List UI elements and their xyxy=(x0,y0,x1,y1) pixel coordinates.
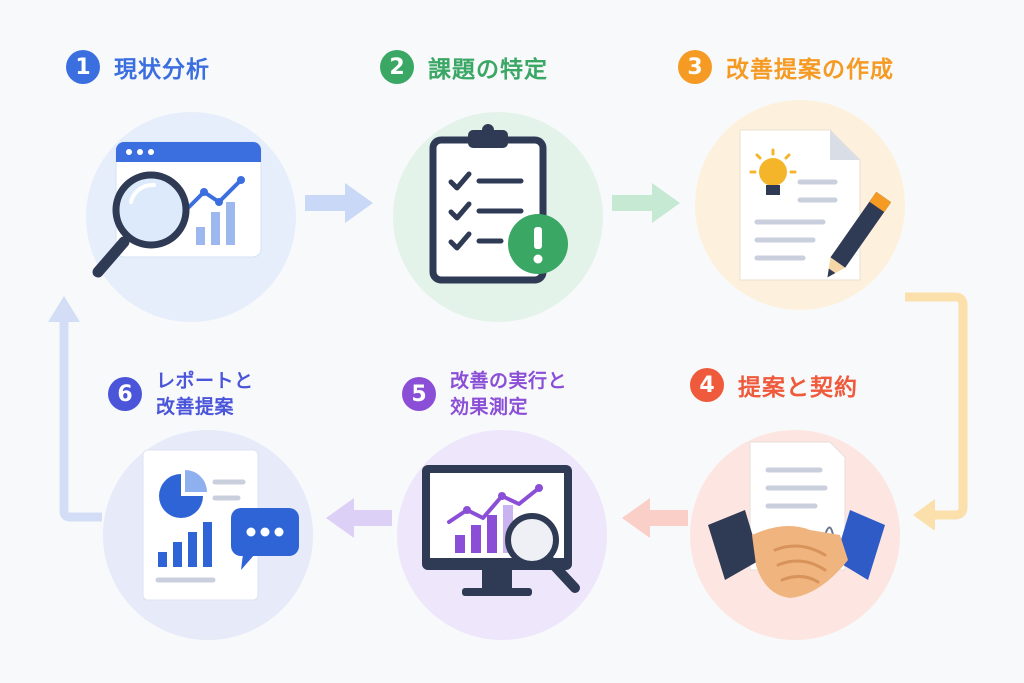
report-chat-icon xyxy=(142,449,299,601)
step-6-header: 6 レポートと 改善提案 xyxy=(108,368,254,420)
step-3-header: 3 改善提案の作成 xyxy=(678,50,894,84)
step-1-title: 現状分析 xyxy=(114,57,210,83)
step-5-title-line1: 改善の実行と xyxy=(450,370,568,392)
step-6-number: 6 xyxy=(108,377,142,411)
step-3-number: 3 xyxy=(678,50,712,84)
step-1-circle xyxy=(86,112,296,322)
step-1-header: 1 現状分析 xyxy=(66,50,210,84)
arrow-1-to-2 xyxy=(305,183,373,223)
step-5-title-line2: 効果測定 xyxy=(450,396,529,418)
step-2-number: 2 xyxy=(380,50,414,84)
step-2-header: 2 課題の特定 xyxy=(380,50,548,84)
step-5-title: 改善の実行と 効果測定 xyxy=(450,368,567,420)
monitor-chart-icon xyxy=(422,465,580,596)
analysis-dashboard-icon xyxy=(92,141,262,278)
step-6-circle xyxy=(103,430,313,640)
step-4-header: 4 提案と契約 xyxy=(690,368,858,402)
arrow-5-to-6 xyxy=(326,498,392,538)
step-6-title-line2: 改善提案 xyxy=(156,396,235,418)
step-4-circle xyxy=(690,430,900,640)
step-4-title: 提案と契約 xyxy=(738,375,858,401)
arrow-2-to-3 xyxy=(612,183,680,223)
arrow-6-to-1 xyxy=(48,296,102,522)
step-5-number: 5 xyxy=(402,377,436,411)
step-1-number: 1 xyxy=(66,50,100,84)
step-2-circle xyxy=(393,112,603,322)
handshake-contract-icon xyxy=(708,441,885,598)
clipboard-checklist-icon xyxy=(429,124,568,284)
step-3-circle xyxy=(695,100,905,310)
step-5-header: 5 改善の実行と 効果測定 xyxy=(402,368,567,420)
step-3-title: 改善提案の作成 xyxy=(726,57,894,83)
step-2-title: 課題の特定 xyxy=(428,57,548,83)
arrow-4-to-5 xyxy=(622,498,688,538)
step-6-title-line1: レポートと xyxy=(156,370,254,392)
step-6-title: レポートと 改善提案 xyxy=(156,368,254,420)
step-4-number: 4 xyxy=(690,368,724,402)
arrow-3-to-4 xyxy=(905,292,968,530)
step-5-circle xyxy=(397,430,607,640)
proposal-document-icon xyxy=(739,129,892,281)
